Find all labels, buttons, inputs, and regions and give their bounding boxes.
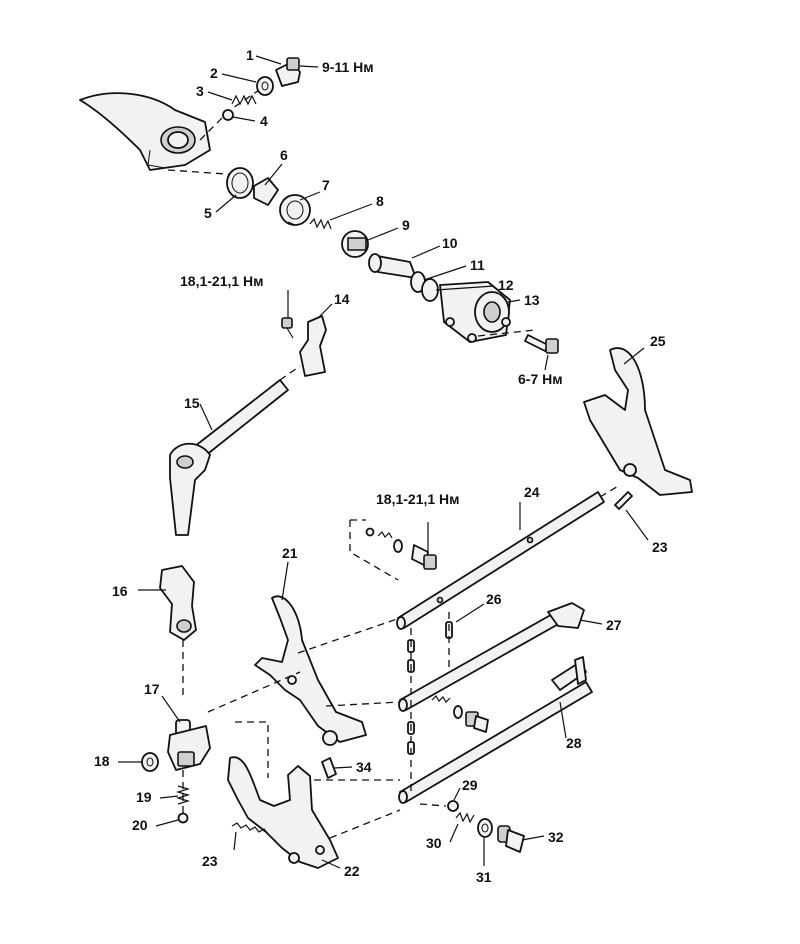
label-23-lower: 23 [202, 853, 218, 869]
part-3-spring [231, 94, 257, 106]
part-34-pin [321, 757, 337, 779]
torque-label-2: 18,1-21,1 Нм [180, 273, 264, 289]
label-25: 25 [650, 333, 666, 349]
label-34: 34 [356, 759, 372, 775]
part-14-lever [299, 315, 327, 377]
part-31-washer [477, 818, 493, 838]
axis-line-detent-upper [349, 519, 399, 581]
label-15: 15 [184, 395, 200, 411]
cover-bolt [524, 334, 559, 354]
label-14: 14 [334, 291, 350, 307]
label-19: 19 [136, 789, 152, 805]
torque-label-3: 6-7 Нм [518, 371, 563, 387]
label-20: 20 [132, 817, 148, 833]
housing-fragment [79, 92, 211, 171]
label-13: 13 [524, 292, 540, 308]
part-21-fork [254, 595, 367, 746]
axis-line-15 [279, 365, 301, 381]
torque-label-4: 18,1-21,1 Нм [376, 491, 460, 507]
axis-line-24 [599, 484, 621, 498]
label-10: 10 [442, 235, 458, 251]
part-8-spring [309, 217, 332, 230]
part-6-plate [253, 177, 279, 206]
label-6: 6 [280, 147, 288, 163]
part-13-cover [439, 281, 511, 343]
part-18-clip [141, 752, 159, 772]
part-23-pin-upper [614, 491, 633, 510]
label-32: 32 [548, 829, 564, 845]
label-24: 24 [524, 484, 540, 500]
bolt-14 [281, 317, 294, 339]
label-28: 28 [566, 735, 582, 751]
callout-labels: 1 9-11 Нм 2 3 4 5 6 7 8 9 10 11 12 13 6-… [94, 47, 668, 885]
label-16: 16 [112, 583, 128, 599]
label-17: 17 [144, 681, 160, 697]
part-24-rail [396, 491, 605, 630]
label-5: 5 [204, 205, 212, 221]
part-30-spring [455, 811, 475, 824]
part-19-spring [175, 785, 191, 805]
part-15-shaft-lever [169, 379, 289, 536]
label-12: 12 [498, 277, 514, 293]
label-18: 18 [94, 753, 110, 769]
part-12-oring [421, 278, 439, 302]
part-32-plug [497, 825, 525, 853]
label-1: 1 [246, 47, 254, 63]
part-23-pin-lower [231, 822, 269, 835]
part-22-fork [227, 756, 339, 869]
part-20-ball [177, 812, 189, 824]
part-2-washer [256, 76, 274, 96]
part-1-plug [275, 57, 301, 87]
label-2: 2 [210, 65, 218, 81]
label-3: 3 [196, 83, 204, 99]
label-22: 22 [344, 863, 360, 879]
part-28-rail [398, 656, 593, 804]
detent-27 [431, 695, 489, 733]
leader-lines [118, 55, 649, 869]
axis-line-cover-bolt [477, 329, 536, 337]
label-7: 7 [322, 177, 330, 193]
part-9-cam [341, 230, 369, 258]
label-26: 26 [486, 591, 502, 607]
label-30: 30 [426, 835, 442, 851]
part-10-shaft [368, 253, 417, 279]
axis-lines-21 [207, 617, 401, 713]
label-4: 4 [260, 113, 268, 129]
axis-line-detent-lower [419, 803, 447, 807]
label-8: 8 [376, 193, 384, 209]
label-29: 29 [462, 777, 478, 793]
label-23-upper: 23 [652, 539, 668, 555]
label-27: 27 [606, 617, 622, 633]
axis-line-housing [167, 169, 241, 176]
detent-upper [365, 527, 437, 570]
label-9: 9 [402, 217, 410, 233]
label-31: 31 [476, 869, 492, 885]
part-5-ring [226, 167, 254, 199]
part-7-spring-cup [279, 194, 311, 226]
part-29-ball [447, 800, 459, 812]
label-21: 21 [282, 545, 298, 561]
part-4-ball [222, 109, 234, 121]
part-17-selector [167, 719, 211, 771]
label-11: 11 [470, 257, 485, 273]
part-25-fork [583, 347, 693, 496]
torque-label-1: 9-11 Нм [322, 59, 374, 75]
part-16-lever [159, 565, 197, 641]
part-27-rail [398, 602, 585, 712]
